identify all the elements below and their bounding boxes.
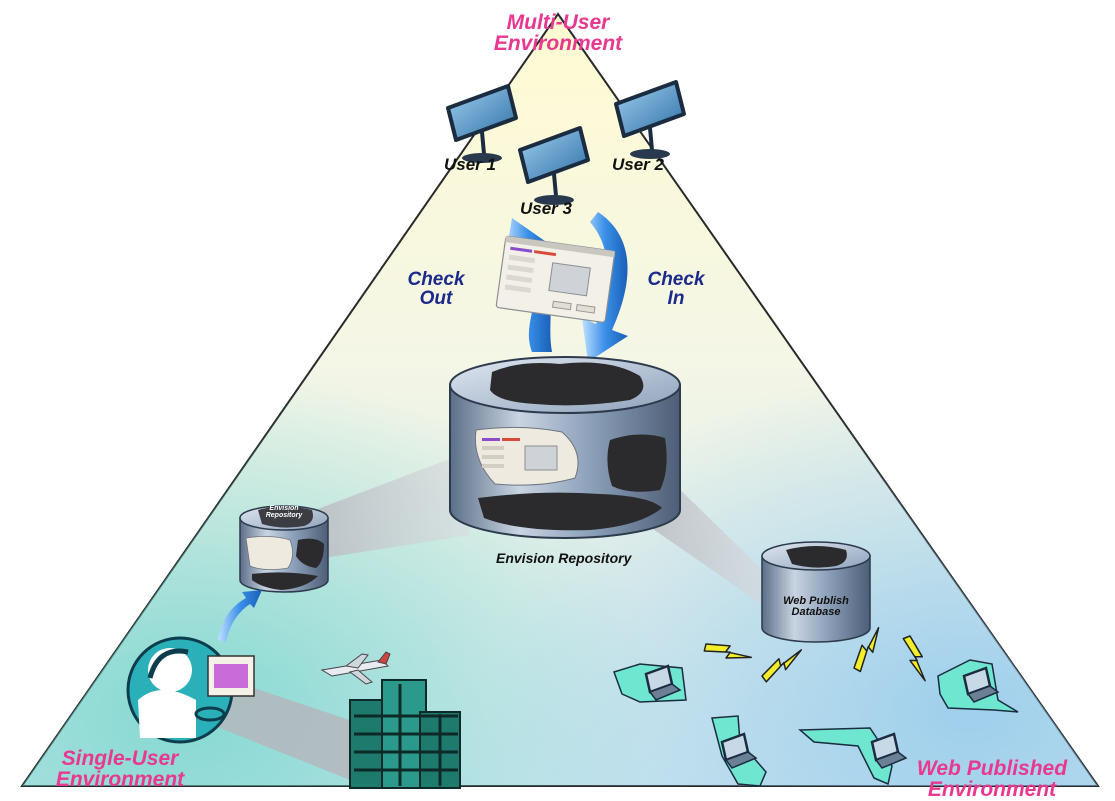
form-document-icon bbox=[495, 235, 616, 323]
check-out-label: Check Out bbox=[407, 269, 465, 309]
building-icon bbox=[349, 679, 461, 789]
small-repository-cylinder bbox=[239, 505, 329, 593]
single-user-environment-label: Single-User Environment bbox=[55, 747, 185, 791]
upload-arrow-icon bbox=[218, 590, 262, 642]
envision-repository-cylinder bbox=[449, 356, 681, 539]
state-california-icon bbox=[711, 715, 767, 787]
envision-repository-label: Envision Repository bbox=[496, 550, 632, 566]
web-publish-database-cylinder bbox=[761, 541, 871, 643]
small-repository-label: Envision Repository bbox=[265, 505, 303, 519]
check-in-arrow-icon bbox=[582, 212, 628, 362]
web-published-environment-label: Web Published Environment bbox=[916, 757, 1068, 801]
state-florida-icon bbox=[798, 727, 908, 786]
user-2-label: User 2 bbox=[612, 155, 664, 174]
check-in-label: Check In bbox=[647, 269, 705, 309]
multi-user-environment-label: Multi-User Environment bbox=[493, 11, 623, 55]
state-new-york-icon bbox=[937, 659, 1019, 713]
user-3-label: User 3 bbox=[520, 199, 572, 218]
operator-icon bbox=[126, 636, 255, 744]
airplane-icon bbox=[320, 651, 391, 685]
user-1-label: User 1 bbox=[444, 155, 496, 174]
web-publish-database-label: Web Publish Database bbox=[783, 595, 849, 618]
state-washington-icon bbox=[613, 663, 687, 703]
